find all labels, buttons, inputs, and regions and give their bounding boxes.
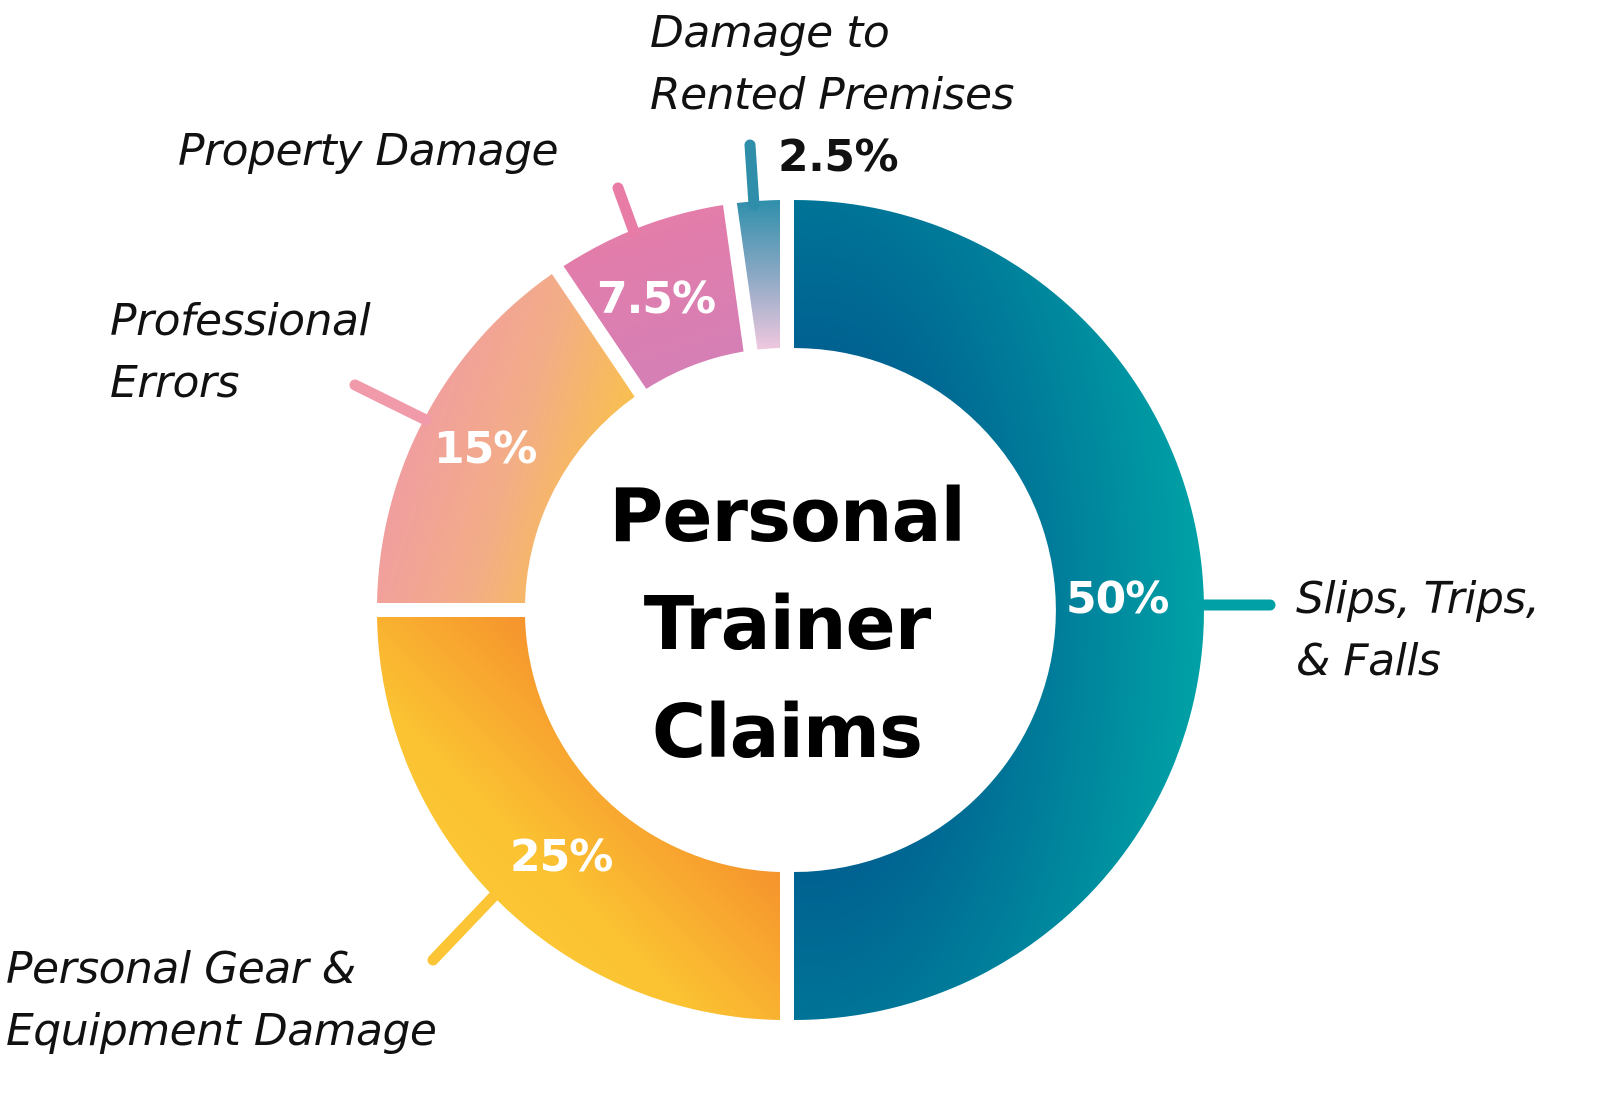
chart-title-line-3: Claims	[651, 689, 923, 775]
legend-label-slips: Slips, Trips, & Falls	[1296, 573, 1540, 686]
slice-value-rented: 2.5%	[778, 131, 899, 182]
donut-slice-professional	[377, 274, 635, 603]
donut-slice-rented	[736, 200, 780, 350]
chart-title: Personal Trainer Claims	[537, 462, 1037, 786]
connector-line-gear	[427, 890, 500, 966]
connector-line-property	[612, 182, 640, 238]
chart-title-line-2: Trainer	[643, 581, 932, 667]
legend-label-property: Property Damage	[178, 125, 559, 176]
connector-line-professional	[349, 379, 432, 426]
donut-slice-property	[563, 204, 744, 389]
slice-value-professional: 15%	[434, 423, 537, 474]
donut-slice-gear	[377, 617, 780, 1020]
slice-value-property: 7.5%	[597, 273, 716, 324]
slice-value-gear: 25%	[510, 831, 613, 882]
legend-label-rented: Damage to Rented Premises	[650, 7, 1014, 120]
legend-label-professional: Professional Errors	[110, 295, 371, 408]
slice-value-slips: 50%	[1066, 573, 1169, 624]
legend-label-gear: Personal Gear & Equipment Damage	[6, 943, 437, 1056]
connector-line-rented	[744, 139, 760, 211]
chart-title-line-1: Personal	[609, 473, 966, 559]
donut-slice-slips	[794, 200, 1204, 1020]
